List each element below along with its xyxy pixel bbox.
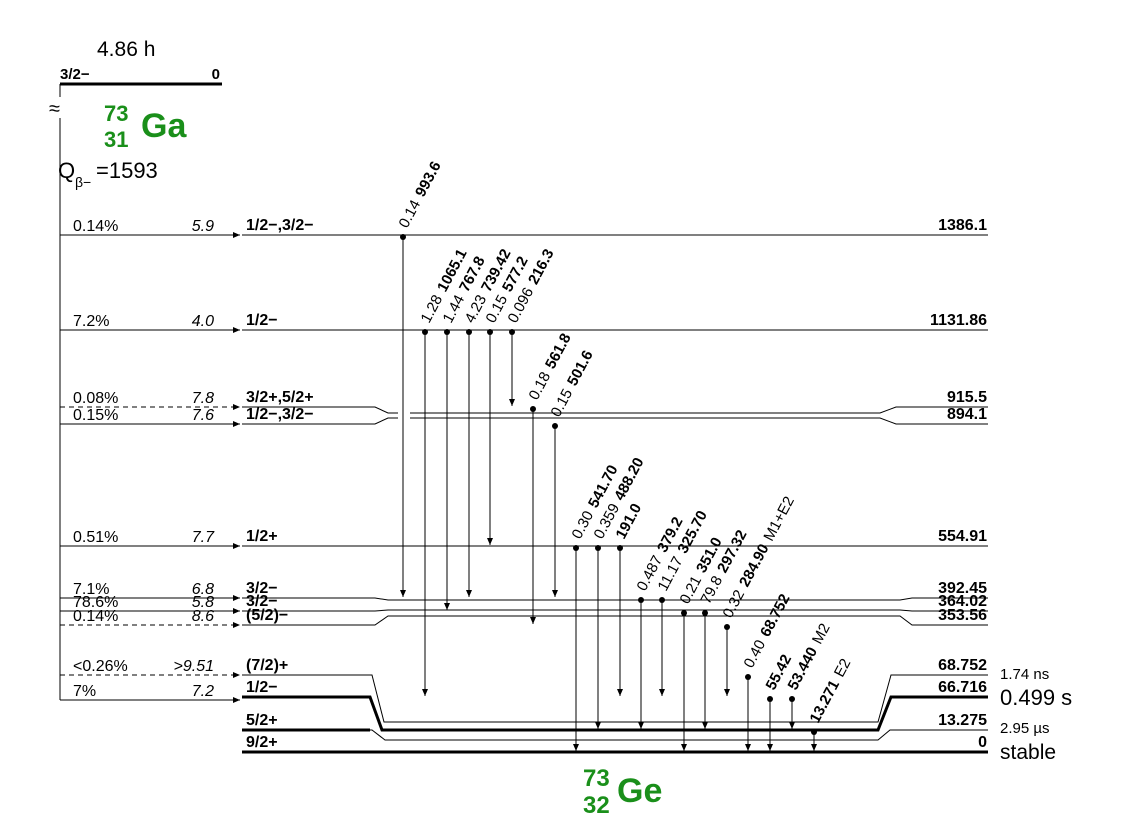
level-energy: 364.02 bbox=[938, 593, 987, 610]
gamma-intensity: 0.15 bbox=[483, 292, 512, 326]
beta-feed-percent: 0.08% bbox=[73, 390, 118, 407]
axis-break-symbol: ≈ bbox=[49, 98, 60, 120]
gamma-intensity: 0.18 bbox=[526, 369, 555, 403]
beta-feed-percent: 7% bbox=[73, 683, 96, 700]
level-energy: 1131.86 bbox=[930, 312, 987, 329]
level-2: 3/2+,5/2+ 915.5 0.08% 7.8 bbox=[60, 389, 988, 414]
level-energy: 915.5 bbox=[947, 389, 987, 406]
log-ft-value: 7.6 bbox=[192, 407, 214, 424]
level-8: (7/2)+ 68.752 1.74 ns <0.26% >9.51 bbox=[60, 657, 1049, 723]
gamma-7: 0.15501.6 bbox=[548, 348, 597, 597]
level-halflife: stable bbox=[1000, 741, 1056, 764]
level-spin: 1/2− bbox=[246, 679, 278, 696]
daughter-mass-number: 73 bbox=[583, 765, 610, 792]
level-spin: 3/2− bbox=[246, 580, 278, 597]
beta-feed-percent: 7.2% bbox=[73, 313, 109, 330]
gamma-energy: 501.6 bbox=[564, 348, 597, 389]
gamma-mult: M1+E2 bbox=[760, 494, 798, 544]
level-energy: 353.56 bbox=[938, 607, 987, 624]
level-energy: 68.752 bbox=[938, 657, 987, 674]
parent-energy: 0 bbox=[212, 66, 220, 83]
gamma-intensity: 0.40 bbox=[741, 637, 770, 671]
parent-atomic-number: 31 bbox=[104, 127, 128, 152]
level-0: 1/2−,3/2− 1386.1 0.14% 5.9 bbox=[60, 217, 988, 238]
q-value-subscript: β− bbox=[75, 174, 91, 190]
log-ft-value: 5.9 bbox=[192, 218, 214, 235]
level-4: 1/2+ 554.91 0.51% 7.7 bbox=[60, 528, 988, 549]
level-spin: (7/2)+ bbox=[246, 657, 288, 674]
gamma-intensity: 0.14 bbox=[396, 197, 425, 231]
beta-feed-percent: <0.26% bbox=[73, 658, 128, 675]
parent-spin: 3/2− bbox=[60, 66, 90, 83]
beta-feed-percent: 0.14% bbox=[73, 608, 118, 625]
level-energy: 0 bbox=[978, 734, 987, 751]
level-energy: 13.275 bbox=[938, 712, 987, 729]
log-ft-value: 5.8 bbox=[192, 594, 214, 611]
level-10: 5/2+ 13.275 2.95 µs bbox=[242, 712, 1050, 741]
parent-mass-number: 73 bbox=[104, 101, 128, 126]
level-9: 1/2− 66.716 0.499 s 7% 7.2 bbox=[60, 679, 1072, 732]
gamma-mult: E2 bbox=[831, 656, 855, 680]
beta-feed-percent: 0.15% bbox=[73, 407, 118, 424]
levels-group: 1/2−,3/2− 1386.1 0.14% 5.9 1/2− 1131.86 7.2% 4.… bbox=[60, 217, 1072, 764]
gamma-intensity: 1.44 bbox=[440, 292, 469, 326]
beta-feed-percent: 0.14% bbox=[73, 218, 118, 235]
log-ft-value: 7.2 bbox=[192, 683, 214, 700]
gamma-label: 0.14993.6 bbox=[396, 159, 445, 231]
level-energy: 392.45 bbox=[938, 580, 987, 597]
beta-feed-percent: 7.1% bbox=[73, 581, 109, 598]
level-spin: 5/2+ bbox=[246, 712, 278, 729]
level-spin: 1/2− bbox=[246, 312, 278, 329]
level-7: (5/2)− 353.56 0.14% 8.6 bbox=[60, 607, 988, 628]
gamma-energy: 561.8 bbox=[542, 331, 575, 372]
level-spin: 1/2−,3/2− bbox=[246, 406, 314, 423]
log-ft-value: 4.0 bbox=[192, 313, 214, 330]
level-spin: 3/2+,5/2+ bbox=[246, 389, 314, 406]
level-halflife: 0.499 s bbox=[1000, 685, 1072, 710]
level-energy: 66.716 bbox=[938, 679, 987, 696]
level-spin: 1/2−,3/2− bbox=[246, 217, 314, 234]
gamma-19: 13.271E2 bbox=[807, 656, 855, 751]
log-ft-value: 7.7 bbox=[192, 529, 215, 546]
daughter-atomic-number: 32 bbox=[583, 792, 610, 819]
gamma-intensity: 79.8 bbox=[698, 573, 727, 607]
gamma-intensity: 0.30 bbox=[569, 508, 598, 542]
level-spin: 3/2− bbox=[246, 593, 278, 610]
gamma-energy: 993.6 bbox=[412, 159, 445, 200]
gamma-intensity: 1.28 bbox=[418, 292, 447, 326]
level-spin: 9/2+ bbox=[246, 734, 278, 751]
level-1: 1/2− 1131.86 7.2% 4.0 bbox=[60, 312, 988, 333]
level-spin: (5/2)− bbox=[246, 607, 288, 624]
log-ft-value: 8.6 bbox=[192, 608, 214, 625]
level-energy: 894.1 bbox=[947, 406, 987, 423]
gamma-intensity: 0.15 bbox=[548, 386, 577, 420]
beta-feed-percent: 0.51% bbox=[73, 529, 118, 546]
level-energy: 554.91 bbox=[938, 528, 987, 545]
log-ft-value: 7.8 bbox=[192, 390, 214, 407]
log-ft-value: 6.8 bbox=[192, 581, 214, 598]
q-value-label: Q bbox=[58, 158, 75, 183]
level-halflife: 1.74 ns bbox=[1000, 666, 1049, 683]
level-3: 1/2−,3/2− 894.1 0.15% 7.6 bbox=[60, 406, 988, 427]
level-energy: 1386.1 bbox=[938, 217, 987, 234]
parent-element-symbol: Ga bbox=[141, 107, 187, 145]
beta-feed-percent: 78.6% bbox=[73, 594, 118, 611]
gamma-label: 13.271E2 bbox=[807, 656, 855, 726]
level-halflife: 2.95 µs bbox=[1000, 720, 1050, 737]
level-6: 3/2− 364.02 78.6% 5.8 bbox=[60, 593, 988, 614]
log-ft-value: >9.51 bbox=[174, 658, 214, 675]
gamma-0: 0.14993.6 bbox=[396, 159, 445, 597]
level-11: 9/2+ 0 stable bbox=[242, 734, 1056, 764]
daughter-element-symbol: Ge bbox=[617, 772, 662, 810]
parent-halflife: 4.86 h bbox=[97, 38, 155, 61]
gamma-mult: M2 bbox=[809, 621, 834, 647]
gammas-group: 0.14993.61.281065.11.44767.84.23739.420.… bbox=[396, 159, 855, 751]
gamma-energy: 13.271 bbox=[807, 677, 844, 726]
gamma-energy: 216.3 bbox=[525, 246, 558, 287]
level-spin: 1/2+ bbox=[246, 528, 278, 545]
q-value: =1593 bbox=[96, 158, 158, 183]
